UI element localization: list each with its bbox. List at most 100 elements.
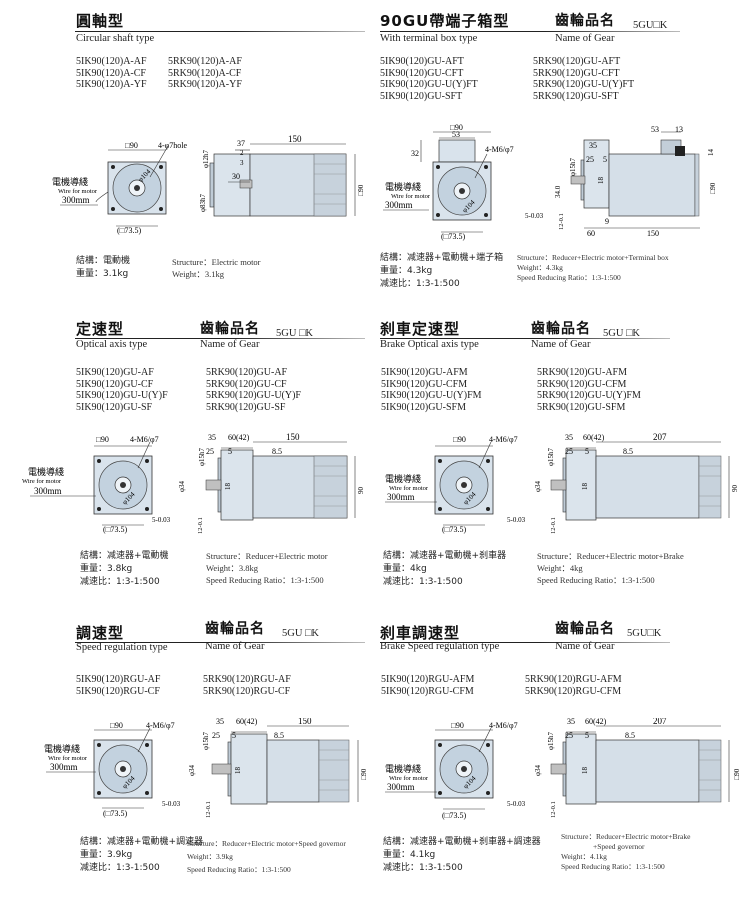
spec-structure: 結構：减速器+電動機+端子箱: [380, 253, 504, 263]
dim-35: 35: [589, 141, 597, 150]
spec-ratio: 减速比：1:3-1:500: [383, 577, 463, 587]
model-code: 5RK90(120)GU-CFT: [533, 67, 620, 79]
model-code: 5RK90(120)RGU-CFM: [525, 685, 622, 697]
specs-zh: 結構：减速器+電動機+調速器 重量：3.9kg 减速比：1:3-1:500: [80, 836, 203, 875]
model-code: 5RK90(120)GU-U(Y)FT: [533, 79, 635, 90]
spec-weight-en: Weight：4kg: [537, 563, 583, 573]
dim-35: 35: [208, 433, 216, 442]
section-title-en: Brake Speed regulation type: [380, 641, 500, 652]
dim-150: 150: [647, 229, 659, 238]
wire-length: 300mm: [385, 200, 413, 210]
dim-m6: 4-M6/φ7: [485, 145, 514, 154]
section-title-en: Circular shaft type: [76, 33, 155, 44]
specs-en: Structure：Reducer+Electric motor Weight：…: [206, 550, 328, 586]
dim-tol5: 5-0.03: [525, 212, 544, 220]
front-view: [93, 727, 153, 809]
dim-150: 150: [288, 134, 302, 144]
spec-weight: 重量：3.1kg: [76, 269, 129, 279]
dim-phi83h7: φ83h7: [199, 193, 207, 212]
dim-5: 5: [603, 155, 607, 164]
front-view: [95, 145, 169, 227]
wire-length: 300mm: [34, 486, 62, 496]
spec-structure: 結構：减速器+電動機+調速器: [80, 837, 204, 847]
dim-square-90: □90: [110, 721, 123, 730]
dim-13: 13: [675, 125, 683, 134]
model-list-left: 5IK90(120)GU-AFM 5IK90(120)GU-CFM 5IK90(…: [381, 367, 482, 413]
dim-tol12: 12-0.1: [558, 213, 565, 230]
model-code: 5RK90(120)GU-SF: [206, 401, 286, 413]
model-list-right: 5RK90(120)GU-AF 5RK90(120)GU-CF 5RK90(12…: [206, 367, 301, 413]
dim-150: 150: [286, 432, 300, 442]
specs-en: Structure：Reducer+Electric motor+Brake W…: [537, 550, 684, 586]
model-code: 5RK90(120)A-AF: [168, 56, 242, 67]
section-divider: [380, 642, 670, 643]
wire-label-en: Wire for motor: [48, 755, 88, 762]
dim-60-42: 60(42): [585, 718, 607, 726]
dim-phi34: φ34: [188, 764, 196, 776]
side-view: [209, 143, 356, 217]
section-title-zh: 調速型: [76, 624, 125, 642]
section-terminal-box: 90GU帶端子箱型 齒輪品名 5GU□K With terminal box t…: [375, 0, 750, 299]
model-code: 5IK90(120)GU-CFT: [380, 67, 464, 79]
model-list-right: 5RK90(120)RGU-AF 5RK90(120)RGU-CF: [203, 674, 291, 697]
dim-90: □90: [709, 182, 717, 194]
dim-m6: 4-M6/φ7: [489, 721, 518, 730]
spec-structure-en: Structure：Reducer+Electric motor+Termina…: [517, 253, 669, 262]
gear-code: 5GU □K: [603, 328, 640, 339]
spec-ratio-en: Speed Reducing Ratio：1:3-1:500: [517, 273, 621, 282]
dim-tol5: 5-0.03: [507, 800, 526, 808]
dim-3: 3: [240, 159, 244, 167]
dim-2: 2: [240, 149, 244, 157]
dim-m6: 4-M6/φ7: [146, 721, 175, 730]
specs-en: Structure：Reducer+Electric motor+Termina…: [517, 253, 669, 283]
spec-structure-en: Structure：Reducer+Electric motor+Brake: [537, 551, 684, 561]
dim-phi34: φ34: [178, 480, 186, 492]
section-divider: [75, 31, 365, 32]
dim-m6: 4-M6/φ7: [130, 435, 159, 444]
wire-label-zh: 電機導綫: [385, 181, 421, 192]
wire-label-en: Wire for motor: [389, 775, 429, 782]
dim-tol12: 12-0.1: [550, 517, 557, 534]
spec-weight-en: Weight：3.8kg: [206, 563, 258, 573]
side-view: [205, 441, 356, 521]
spec-weight-en: Weight：4.1kg: [561, 852, 607, 861]
section-title-en: Brake Optical axis type: [380, 339, 479, 350]
gear-code: 5GU □K: [276, 328, 313, 339]
model-list-left: 5IK90(120)GU-AF 5IK90(120)GU-CF 5IK90(12…: [76, 367, 168, 413]
dim-14: 14: [707, 149, 715, 157]
dim-square-73-5: (□73.5): [103, 525, 127, 534]
model-list-right: 5RK90(120)RGU-AFM 5RK90(120)RGU-CFM: [525, 674, 622, 697]
model-list-left: 5IK90(120)GU-AFT 5IK90(120)GU-CFT 5IK90(…: [380, 56, 478, 102]
spec-weight-en: Weight：3.9kg: [187, 852, 233, 861]
specs-zh: 結構：减速器+電動機+刹車器 重量：4kg 减速比：1:3-1:500: [383, 550, 506, 589]
dim-8-5: 8.5: [274, 731, 284, 740]
section-title-en: With terminal box type: [380, 33, 478, 44]
section-divider: [75, 338, 365, 339]
section-circular-shaft: 圓軸型 Circular shaft type 5IK90(120)A-AF 5…: [0, 0, 375, 299]
section-optical-axis: 定速型 齒輪品名 5GU □K Optical axis type Name o…: [0, 310, 375, 609]
spec-ratio: 减速比：1:3-1:500: [380, 279, 460, 289]
gear-title-en: Name of Gear: [205, 641, 265, 652]
model-list-left: 5IK90(120)RGU-AFM 5IK90(120)RGU-CFM: [381, 674, 474, 697]
gear-title-zh: 齒輪品名: [531, 321, 591, 337]
dim-35: 35: [565, 433, 573, 442]
wire-length: 300mm: [387, 782, 415, 792]
model-code: 5RK90(120)RGU-AFM: [525, 674, 622, 685]
dim-90: □90: [357, 184, 365, 196]
wire-label-zh: 電機導綫: [385, 763, 421, 774]
dim-18: 18: [224, 483, 232, 491]
model-code: 5IK90(120)GU-SFM: [381, 401, 466, 413]
dim-8-5: 8.5: [623, 447, 633, 456]
spec-ratio-en: Speed Reducing Ratio：1:3-1:500: [187, 865, 291, 874]
model-code: 5RK90(120)GU-AFT: [533, 56, 621, 67]
section-title-zh: 圓軸型: [76, 12, 125, 30]
spec-structure: 結構：電動機: [76, 256, 131, 266]
dim-8-5: 8.5: [272, 447, 282, 456]
section-divider: [380, 31, 680, 32]
section-brake-optical-axis: 刹車定速型 齒輪品名 5GU □K Brake Optical axis typ…: [375, 310, 750, 609]
motor-drawing: □90 53 32 4-M6/φ7 φ104 (□73.5) 電機導綫 Wire…: [383, 123, 717, 241]
specs-zh: 結構：電動機 重量：3.1kg: [76, 255, 130, 281]
model-code: 5RK90(120)RGU-AF: [203, 674, 291, 685]
spec-weight: 重量：3.9kg: [80, 850, 133, 860]
dim-phi34: φ34: [534, 480, 542, 492]
